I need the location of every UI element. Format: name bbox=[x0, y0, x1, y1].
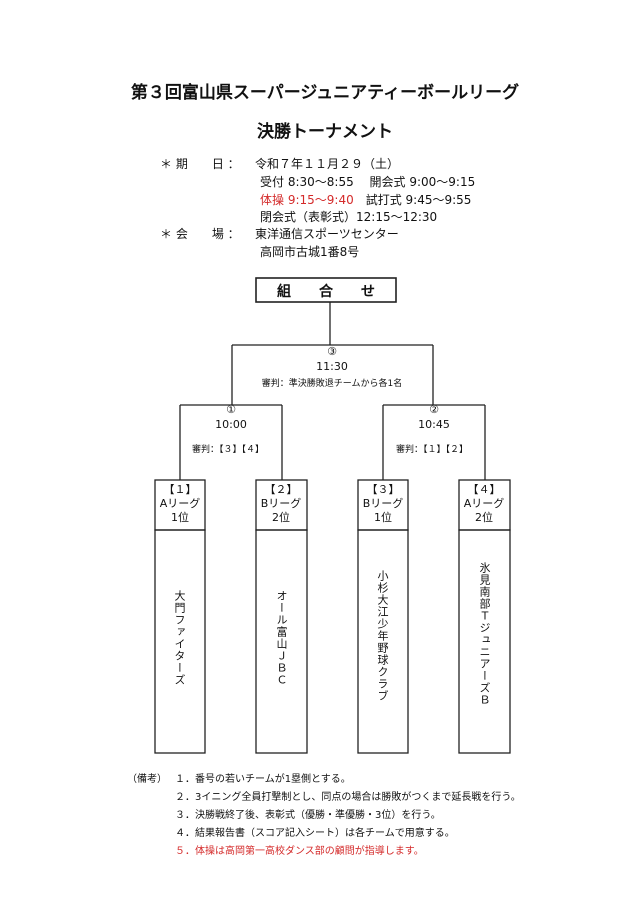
semi2-time: 10:45 bbox=[418, 418, 450, 431]
note-item: ２．3イニング全員打撃制とし、同点の場合は勝敗がつくまで延長戦を行う。 bbox=[175, 792, 521, 803]
page-subtitle: 決勝トーナメント bbox=[257, 122, 393, 142]
team-seed: 【４】 bbox=[467, 483, 501, 496]
team-league: Aリーグ bbox=[463, 497, 505, 510]
final-number: ③ bbox=[327, 345, 337, 358]
venue-name: 東洋通信スポーツセンター bbox=[255, 227, 399, 241]
final-time: 11:30 bbox=[316, 360, 348, 373]
venue-address: 高岡市古城1番8号 bbox=[260, 245, 360, 259]
date-label: ＊ 期 日 ： bbox=[160, 157, 240, 171]
schedule-line-3: 閉会式（表彰式）12:15～12:30 bbox=[260, 210, 438, 224]
team-league: Bリーグ bbox=[260, 497, 302, 510]
note-item: ４．結果報告書（スコア記入シート）は各チームで用意する。 bbox=[175, 828, 455, 839]
team-rank: 2位 bbox=[475, 511, 493, 524]
team-rank: 2位 bbox=[272, 511, 290, 524]
exercise-time: 体操 9:15～9:40 bbox=[260, 193, 354, 207]
schedule-line-2: 体操 9:15～9:40 試打式 9:45～9:55 bbox=[260, 191, 471, 208]
team-seed: 【３】 bbox=[366, 483, 400, 496]
semi2-umpire: 審判：【１】【２】 bbox=[395, 445, 469, 455]
venue-label: ＊ 会 場 ： bbox=[160, 227, 240, 241]
date-value: 令和７年１１月２９（土） bbox=[255, 157, 400, 171]
final-umpire: 審判：準決勝敗退チームから各1名 bbox=[261, 379, 403, 389]
semi1-umpire: 審判：【３】【４】 bbox=[191, 445, 265, 455]
team-rank: 1位 bbox=[374, 511, 392, 524]
practice-time: 試打式 9:45～9:55 bbox=[353, 193, 472, 207]
note-item: ３．決勝戦終了後、表彰式（優勝・準優勝・3位）を行う。 bbox=[175, 810, 441, 821]
team-seed: 【２】 bbox=[264, 483, 298, 496]
team-2-name: オール富山ＪＢＣ bbox=[275, 590, 288, 686]
semi2-number: ② bbox=[429, 403, 439, 416]
semi1-time: 10:00 bbox=[215, 418, 247, 431]
notes-label: （備考） bbox=[127, 774, 167, 785]
team-league: Bリーグ bbox=[362, 497, 404, 510]
bracket-heading: 組 合 せ bbox=[277, 284, 375, 300]
team-1-name: 大門ファイターズ bbox=[173, 590, 186, 686]
team-rank: 1位 bbox=[171, 511, 189, 524]
page-title: 第３回富山県スーパージュニアティーボールリーグ bbox=[130, 83, 520, 103]
semi1-number: ① bbox=[226, 403, 236, 416]
team-seed: 【１】 bbox=[163, 483, 197, 496]
team-3-name: 小杉大江少年野球クラブ bbox=[376, 570, 389, 702]
schedule-line-1: 受付 8:30～8:55 開会式 9:00～9:15 bbox=[260, 175, 476, 189]
team-4-name: 氷見南部ＴジュニアーズＢ bbox=[478, 562, 491, 706]
note-item-highlight: ５．体操は高岡第一高校ダンス部の顧問が指導します。 bbox=[175, 846, 424, 857]
team-league: Aリーグ bbox=[159, 497, 201, 510]
note-item: １．番号の若いチームが1塁側とする。 bbox=[175, 774, 351, 785]
